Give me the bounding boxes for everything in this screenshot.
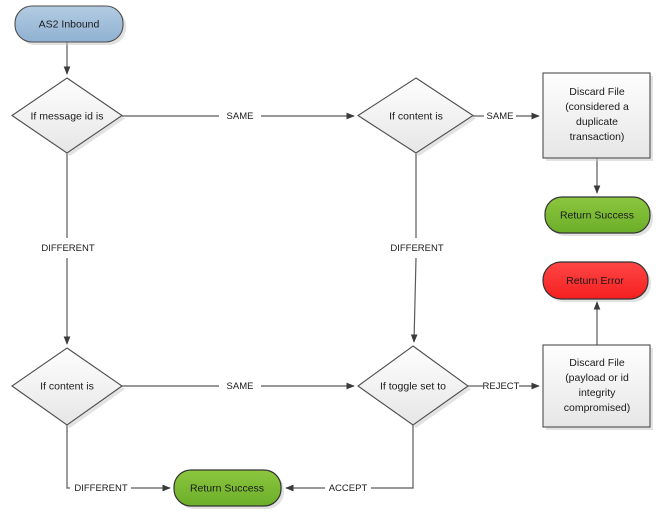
edge-label-accept: ACCEPT bbox=[329, 483, 368, 494]
node-label-if-toggle-set-to: If toggle set to bbox=[380, 380, 446, 392]
edge-label-different-2: DIFFERENT bbox=[390, 243, 444, 254]
node-label-discard-integrity-line4: compromised) bbox=[564, 402, 631, 414]
node-label-discard-dup-line4: transaction) bbox=[570, 131, 625, 143]
node-label-return-error: Return Error bbox=[566, 275, 624, 287]
edge-toggle-accept: ACCEPT bbox=[285, 425, 414, 494]
node-label-discard-integrity-line1: Discard File bbox=[569, 357, 625, 369]
node-label-discard-dup-line1: Discard File bbox=[569, 86, 625, 98]
node-as2-inbound[interactable]: AS2 Inbound bbox=[14, 5, 126, 45]
edge-contentbottom-same: SAME bbox=[122, 381, 355, 392]
node-label-discard-integrity-line3: integrity bbox=[579, 387, 617, 399]
node-label-if-message-id-is: If message id is bbox=[31, 110, 104, 122]
edge-contenttop-different: DIFFERENT bbox=[390, 153, 444, 343]
edge-label-different-3: DIFFERENT bbox=[74, 483, 128, 494]
node-label-discard-dup-line2: (considered a bbox=[565, 101, 629, 113]
edge-label-same-1: SAME bbox=[227, 111, 254, 122]
node-discard-file-integrity[interactable]: Discard File (payload or id integrity co… bbox=[542, 344, 653, 430]
node-label-as2-inbound: AS2 Inbound bbox=[39, 18, 100, 30]
node-label-discard-dup-line3: duplicate bbox=[576, 116, 618, 128]
node-if-toggle-set-to[interactable]: If toggle set to bbox=[357, 345, 471, 428]
node-label-if-content-is-top: If content is bbox=[389, 110, 443, 122]
edge-contentbottom-different: DIFFERENT bbox=[66, 425, 171, 494]
node-label-if-content-is-bottom: If content is bbox=[40, 380, 94, 392]
edge-label-same-2: SAME bbox=[487, 111, 514, 122]
edge-label-different-1: DIFFERENT bbox=[41, 243, 95, 254]
node-discard-file-duplicate[interactable]: Discard File (considered a duplicate tra… bbox=[542, 72, 653, 161]
node-label-return-success-bottom: Return Success bbox=[190, 482, 264, 494]
node-return-success-bottom[interactable]: Return Success bbox=[173, 469, 284, 509]
node-label-return-success-top: Return Success bbox=[560, 209, 634, 221]
edge-msgid-same: SAME bbox=[122, 111, 355, 122]
node-return-error[interactable]: Return Error bbox=[542, 261, 651, 302]
edge-contenttop-same: SAME bbox=[473, 111, 540, 122]
edge-msgid-different: DIFFERENT bbox=[41, 153, 95, 345]
edge-toggle-reject: REJECT bbox=[468, 381, 540, 392]
node-if-message-id-is[interactable]: If message id is bbox=[11, 77, 125, 156]
node-label-discard-integrity-line2: (payload or id bbox=[565, 372, 629, 384]
edge-label-same-3: SAME bbox=[227, 381, 254, 392]
node-return-success-top[interactable]: Return Success bbox=[544, 196, 653, 236]
node-if-content-is-top[interactable]: If content is bbox=[356, 77, 476, 156]
edge-label-reject: REJECT bbox=[483, 381, 520, 392]
node-if-content-is-bottom[interactable]: If content is bbox=[11, 347, 125, 428]
